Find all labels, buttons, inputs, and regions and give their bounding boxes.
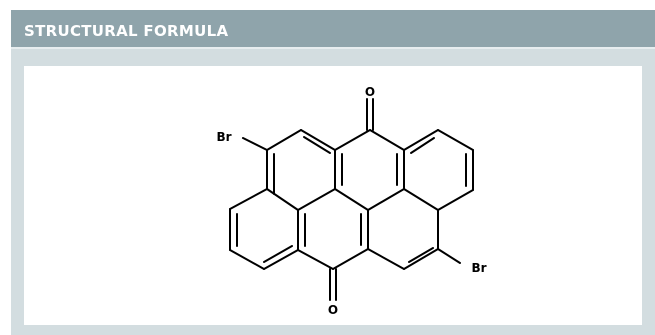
double-bonds <box>236 136 467 263</box>
structural-formula-panel: STRUCTURAL FORMULA <box>11 10 655 335</box>
substituent-bonds <box>242 98 461 301</box>
skeleton-bonds <box>229 129 474 270</box>
oxygen-bottom-label: O <box>328 303 338 317</box>
structural-formula-diagram: O O Br Br <box>216 85 486 317</box>
panel-title: STRUCTURAL FORMULA <box>24 22 229 40</box>
oxygen-top-label: O <box>365 85 375 99</box>
bromine-right-label: Br <box>471 261 486 275</box>
structure-figure: O O Br Br <box>24 66 642 325</box>
panel-header: STRUCTURAL FORMULA <box>11 10 655 49</box>
bromine-left-label: Br <box>216 130 231 144</box>
